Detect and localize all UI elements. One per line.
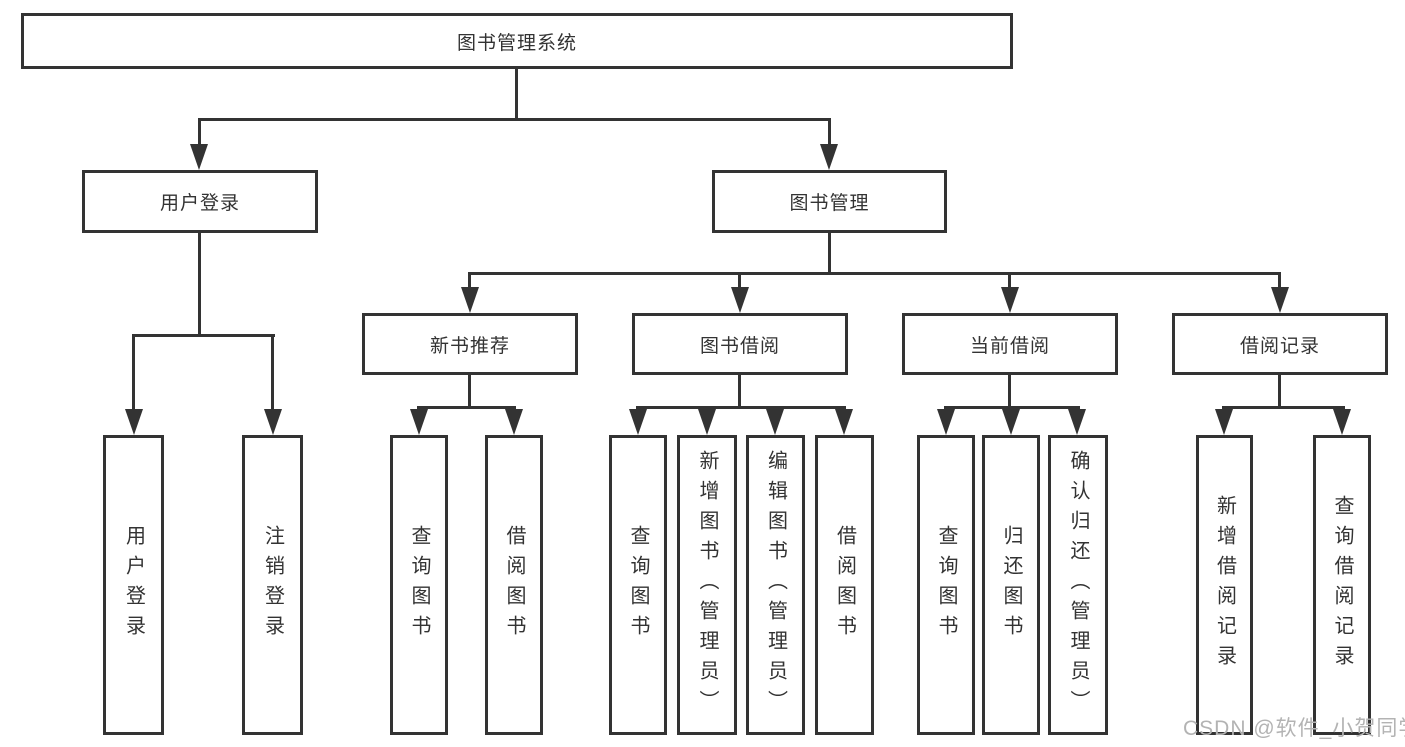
node-borrow-records: 借阅记录 xyxy=(1172,313,1388,375)
node-new-book-recommend: 新书推荐 xyxy=(362,313,578,375)
connector-book-management-stem xyxy=(828,231,831,274)
connector-drop-current xyxy=(1008,272,1011,292)
node-user-login: 用户登录 xyxy=(82,170,318,233)
node-current-borrow-label: 当前借阅 xyxy=(969,335,1050,357)
node-new-book-recommend-label: 新书推荐 xyxy=(429,335,510,357)
node-leaf-query-borrow-record: 查询借阅记录 xyxy=(1313,435,1371,735)
arrowhead-user-login xyxy=(190,144,208,170)
arrowhead-leaf xyxy=(937,409,955,435)
arrowhead-leaf xyxy=(835,409,853,435)
connector-root-hline xyxy=(199,118,831,121)
connector-drop-leaf-logout xyxy=(271,334,274,413)
connector-borrow-hline xyxy=(636,406,846,409)
arrowhead-current xyxy=(1001,287,1019,313)
connector-borrow-stem xyxy=(738,373,741,408)
leaf-label: 查询图书 xyxy=(935,525,957,645)
leaf-label: 新增图书（管理员） xyxy=(696,450,718,720)
node-leaf-borrow-books: 借阅图书 xyxy=(815,435,874,735)
connector-user-login-hline xyxy=(133,334,275,337)
connector-recommend-stem xyxy=(468,373,471,408)
node-book-management: 图书管理 xyxy=(712,170,947,233)
connector-drop-recommend xyxy=(468,272,471,292)
arrowhead-book-management xyxy=(820,144,838,170)
arrowhead-borrow xyxy=(731,287,749,313)
arrowhead-leaf xyxy=(629,409,647,435)
connector-records-stem xyxy=(1278,373,1281,408)
node-leaf-borrow-books-recommend: 借阅图书 xyxy=(485,435,543,735)
leaf-label: 用户登录 xyxy=(122,525,145,645)
node-current-borrow: 当前借阅 xyxy=(902,313,1118,375)
leaf-label: 查询图书 xyxy=(408,525,430,645)
connector-records-hline xyxy=(1222,406,1345,409)
node-leaf-logout: 注销登录 xyxy=(242,435,303,735)
arrowhead-leaf xyxy=(505,409,523,435)
connector-current-hline xyxy=(944,406,1080,409)
node-leaf-add-borrow-record: 新增借阅记录 xyxy=(1196,435,1253,735)
watermark-text: CSDN @软件_小贺同学 xyxy=(1183,717,1405,740)
node-leaf-edit-books-admin: 编辑图书（管理员） xyxy=(746,435,805,735)
arrowhead-leaf xyxy=(1068,409,1086,435)
node-book-management-label: 图书管理 xyxy=(789,193,870,214)
arrowhead-recommend xyxy=(461,287,479,313)
leaf-label: 编辑图书（管理员） xyxy=(764,450,787,720)
leaf-label: 查询借阅记录 xyxy=(1331,495,1353,675)
arrowhead-leaf-logout xyxy=(264,409,282,435)
connector-drop-book-management xyxy=(828,118,831,150)
node-leaf-query-books-borrow: 查询图书 xyxy=(609,435,667,735)
node-borrow-records-label: 借阅记录 xyxy=(1239,335,1320,357)
arrowhead-leaf xyxy=(1215,409,1233,435)
node-root-label: 图书管理系统 xyxy=(456,32,577,54)
node-book-borrow-label: 图书借阅 xyxy=(699,335,780,357)
arrowhead-leaf xyxy=(1333,409,1351,435)
node-book-borrow: 图书借阅 xyxy=(632,313,848,375)
node-leaf-query-books-current: 查询图书 xyxy=(917,435,975,735)
connector-current-stem xyxy=(1008,373,1011,408)
leaf-label: 注销登录 xyxy=(261,525,284,645)
leaf-label: 归还图书 xyxy=(1000,525,1022,645)
arrowhead-leaf xyxy=(698,409,716,435)
arrowhead-leaf-login xyxy=(125,409,143,435)
connector-drop-borrow xyxy=(738,272,741,292)
connector-recommend-hline xyxy=(417,406,516,409)
node-leaf-add-books-admin: 新增图书（管理员） xyxy=(677,435,737,735)
node-root: 图书管理系统 xyxy=(21,13,1013,69)
leaf-label: 新增借阅记录 xyxy=(1213,495,1236,675)
connector-root-stem xyxy=(515,67,518,118)
leaf-label: 借阅图书 xyxy=(503,525,525,645)
arrowhead-leaf xyxy=(410,409,428,435)
connector-drop-leaf-login xyxy=(132,334,135,413)
node-leaf-user-login: 用户登录 xyxy=(103,435,164,735)
connector-book-management-hline xyxy=(468,272,1281,275)
arrowhead-leaf xyxy=(766,409,784,435)
arrowhead-leaf xyxy=(1002,409,1020,435)
node-leaf-query-books-recommend: 查询图书 xyxy=(390,435,448,735)
arrowhead-records xyxy=(1271,287,1289,313)
connector-drop-user-login xyxy=(198,118,201,150)
node-user-login-label: 用户登录 xyxy=(159,193,240,214)
leaf-label: 查询图书 xyxy=(627,525,649,645)
leaf-label: 借阅图书 xyxy=(833,525,856,645)
node-leaf-confirm-return-admin: 确认归还（管理员） xyxy=(1048,435,1108,735)
connector-drop-records xyxy=(1278,272,1281,292)
leaf-label: 确认归还（管理员） xyxy=(1067,450,1089,720)
node-leaf-return-books: 归还图书 xyxy=(982,435,1040,735)
connector-user-login-stem xyxy=(198,231,201,337)
